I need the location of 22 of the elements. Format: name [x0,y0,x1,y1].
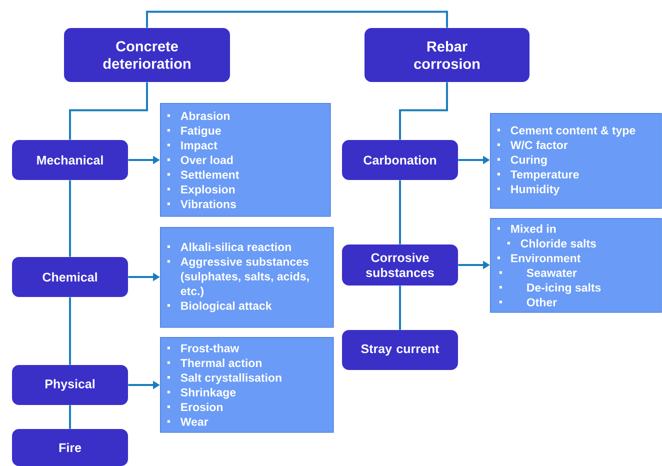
connector-line [399,82,448,140]
category-box: Stray current [342,330,458,370]
category-box: Chemical [12,257,128,297]
list-box: Cement content & type W/C factor Curing Temperature Humidity [490,113,662,209]
connector-line [69,180,71,257]
list-box: Frost-thaw Thermal action Salt crystallisation Shrinkage Erosion Wear [160,337,334,433]
category-box: Corrosive substances [342,244,458,286]
title-box: Concrete deterioration [64,28,230,82]
title-box: Rebar corrosion [364,28,530,82]
connector-line [399,286,401,330]
category-box: Carbonation [342,140,458,180]
connector-line [69,82,148,140]
category-box: Mechanical [12,140,128,180]
category-box: Physical [12,365,128,405]
list-box: Abrasion Fatigue Impact Over load Settlement Explosion Vibrations [160,103,331,217]
connector-line [69,405,71,429]
connector-line [399,180,401,244]
connector-line [69,297,71,365]
category-box: Fire [12,429,128,466]
list-box: Mixed in Chloride salts Environment Seawater De-icing salts Other [490,218,662,313]
list-box: Alkali-silica reaction Aggressive substances (sulphates, salts, acids, etc.) Biological attack [160,227,334,328]
connector-line [146,10,448,28]
